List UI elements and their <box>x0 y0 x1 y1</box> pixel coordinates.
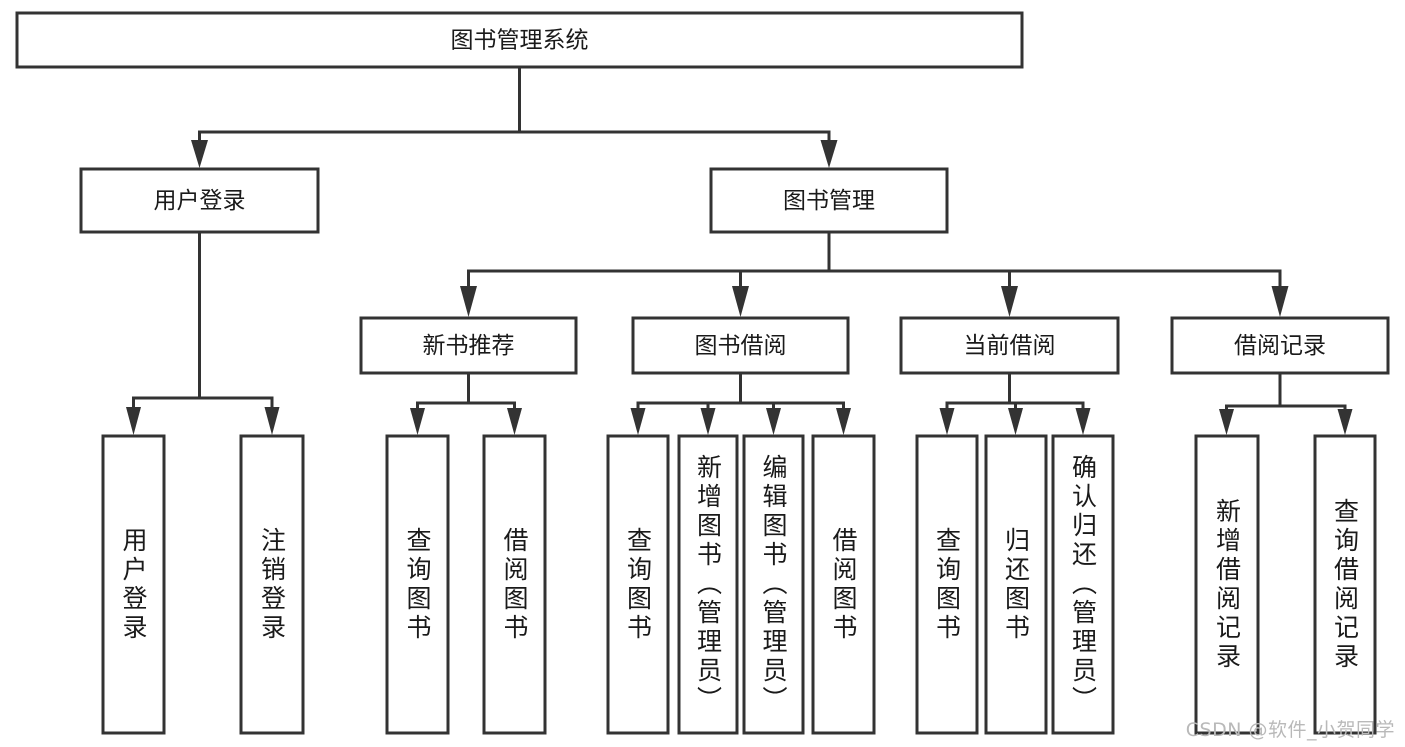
arrow-head-leaf-query-book-br <box>630 408 646 435</box>
node-user-login-box[interactable] <box>79 167 320 234</box>
node-book-manage[interactable]: 图书管理 <box>709 167 949 234</box>
arrow-head-leaf-borrow-book-br <box>836 408 851 435</box>
arrow-head-book-borrow <box>732 286 749 317</box>
node-leaf-query-book-cb-box[interactable] <box>915 434 979 735</box>
node-leaf-query-book-br-box[interactable] <box>606 434 670 735</box>
node-root-label: 图书管理系统 <box>451 28 589 54</box>
connector-group-borrow-record <box>1219 371 1353 435</box>
connector-group-book-borrow <box>630 371 851 435</box>
arrow-head-leaf-query-record <box>1337 409 1353 435</box>
node-leaf-user-login-box[interactable] <box>101 434 166 735</box>
arrow-head-book-manage <box>820 140 838 168</box>
arrow-head-borrow-record <box>1271 286 1289 317</box>
node-leaf-return-book-box[interactable] <box>984 434 1048 735</box>
node-current-borrow[interactable]: 当前借阅 <box>899 316 1120 375</box>
node-leaf-add-book-box[interactable] <box>677 434 739 735</box>
node-user-login-label: 用户登录 <box>154 188 246 214</box>
arrow-head-leaf-borrow-book-rec <box>507 408 522 435</box>
node-current-borrow-label: 当前借阅 <box>964 333 1056 359</box>
node-book-borrow-label: 图书借阅 <box>695 333 787 359</box>
node-root-box[interactable] <box>15 11 1024 69</box>
node-leaf-user-logout-box[interactable] <box>239 434 305 735</box>
node-book-borrow[interactable]: 图书借阅 <box>631 316 850 375</box>
node-user-login[interactable]: 用户登录 <box>79 167 320 234</box>
node-leaf-query-record-box[interactable] <box>1313 434 1377 735</box>
node-borrow-record[interactable]: 借阅记录 <box>1170 316 1390 375</box>
node-book-manage-label: 图书管理 <box>783 188 875 214</box>
arrow-head-leaf-confirm-return <box>1075 408 1091 435</box>
node-new-book-rec[interactable]: 新书推荐 <box>359 316 578 375</box>
node-root[interactable]: 图书管理系统 <box>15 11 1024 69</box>
arrow-head-leaf-user-login <box>126 407 141 435</box>
node-new-book-rec-label: 新书推荐 <box>423 333 515 359</box>
node-leaf-edit-book-box[interactable] <box>742 434 805 735</box>
node-leaf-confirm-return-box[interactable] <box>1051 434 1115 735</box>
arrow-head-leaf-user-logout <box>264 407 280 435</box>
node-borrow-record-box[interactable] <box>1170 316 1390 375</box>
connector-group-new-book-rec <box>410 371 522 435</box>
arrow-head-leaf-add-book <box>700 408 716 435</box>
connector-group-book-manage <box>460 230 1289 317</box>
connector-group-current-borrow <box>939 371 1091 435</box>
node-leaf-add-record-box[interactable] <box>1194 434 1260 735</box>
arrow-head-user-login <box>191 140 208 168</box>
connector-group-root <box>191 65 838 168</box>
watermark: CSDN @软件_小贺同学 <box>1185 719 1395 741</box>
arrow-head-leaf-query-book-rec <box>410 408 425 435</box>
node-borrow-record-label: 借阅记录 <box>1234 333 1326 359</box>
connector-group-user-login <box>126 230 280 435</box>
node-book-manage-box[interactable] <box>709 167 949 234</box>
arrow-head-leaf-query-book-cb <box>939 408 955 435</box>
arrow-head-leaf-return-book <box>1008 408 1023 435</box>
arrow-head-current-borrow <box>1001 286 1018 317</box>
node-new-book-rec-box[interactable] <box>359 316 578 375</box>
leaf-boxes <box>101 434 1377 735</box>
arrow-head-leaf-edit-book <box>766 408 781 435</box>
node-leaf-borrow-book-br-box[interactable] <box>811 434 876 735</box>
arrow-head-leaf-add-record <box>1219 409 1234 435</box>
arrow-head-new-book-rec <box>460 286 477 317</box>
node-leaf-query-book-rec-box[interactable] <box>385 434 450 735</box>
node-leaf-borrow-book-rec-box[interactable] <box>482 434 547 735</box>
node-current-borrow-box[interactable] <box>899 316 1120 375</box>
node-book-borrow-box[interactable] <box>631 316 850 375</box>
